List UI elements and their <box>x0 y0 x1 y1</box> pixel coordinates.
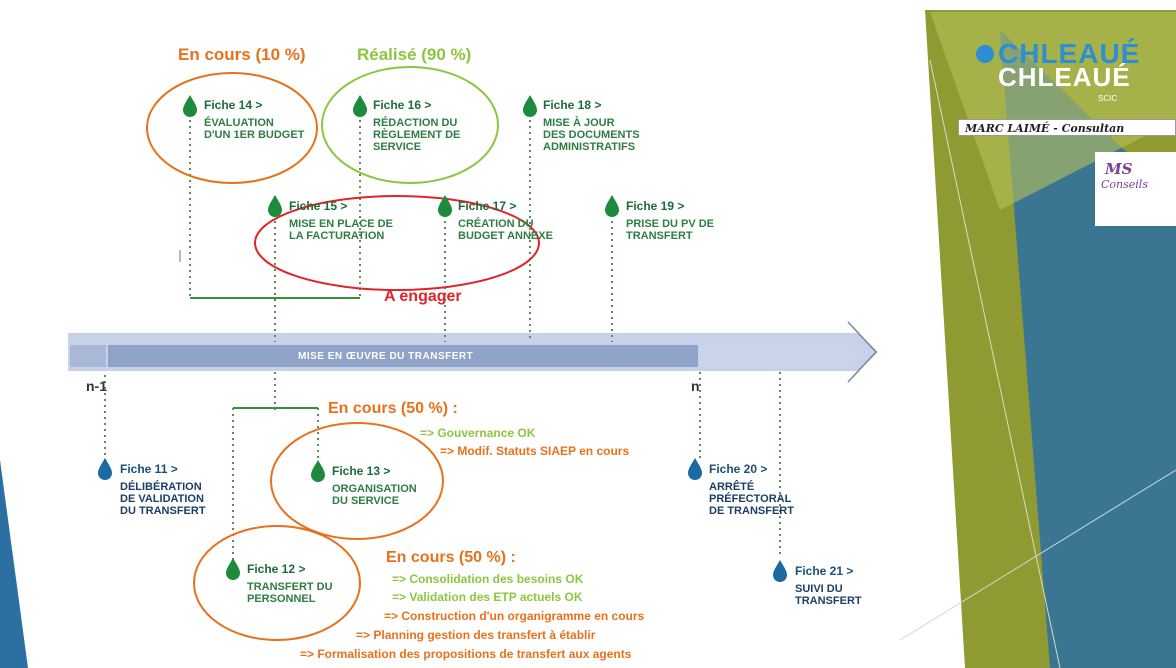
ellipse-fiche13 <box>270 422 444 540</box>
decor-line <box>899 469 1176 641</box>
ellipse-fiche12 <box>193 525 361 641</box>
fiche-14[interactable]: Fiche 14 > ÉVALUATION D'UN 1ER BUDGET <box>204 98 304 141</box>
fiche-desc-line: RÈGLEMENT DE <box>373 129 461 141</box>
fiche-desc-line: MISE À JOUR <box>543 117 615 129</box>
fiche-13[interactable]: Fiche 13 > ORGANISATION DU SERVICE <box>332 464 417 507</box>
status-en-cours-50-personnel: En cours (50 %) : <box>386 549 516 566</box>
drop-icon <box>353 95 367 117</box>
fiche-desc-line: TRANSFERT DU <box>247 581 333 593</box>
fiche-desc-line: RÉDACTION DU <box>373 117 458 129</box>
drop-icon <box>183 95 197 117</box>
fiche-desc-line: TRANSFERT <box>626 230 693 242</box>
fiche-label: Fiche 19 > <box>626 199 685 213</box>
fiche-desc-line: MISE EN PLACE DE <box>289 218 393 230</box>
fiche-desc-line: ORGANISATION <box>332 483 417 495</box>
status-a-engager: A engager <box>384 288 462 305</box>
ellipse-fiche14 <box>146 72 318 184</box>
drop-icon <box>311 460 325 482</box>
fiche-desc-line: CRÉATION DU <box>458 218 534 230</box>
label-n: n <box>691 378 700 394</box>
timeline-bar-segment <box>108 345 698 367</box>
fiche-desc-line: ADMINISTRATIFS <box>543 141 636 153</box>
fiche-desc-line: PRÉFECTORAL <box>709 493 792 505</box>
logo-drop-icon <box>976 45 994 63</box>
conseils-logo-text: Conseils <box>1101 178 1148 191</box>
logo-scic: SCIC <box>1098 94 1118 103</box>
fiche-label: Fiche 17 > <box>458 199 517 213</box>
fiche-18[interactable]: Fiche 18 > MISE À JOUR DES DOCUMENTS ADM… <box>543 98 640 153</box>
fiche-desc-line: SERVICE <box>373 141 422 153</box>
fiche-15[interactable]: Fiche 15 > MISE EN PLACE DE LA FACTURATI… <box>289 199 393 242</box>
fiche-label: Fiche 16 > <box>373 98 432 112</box>
status-en-cours-50-gouvernance: En cours (50 %) : <box>328 400 458 417</box>
note-modif-statuts: => Modif. Statuts SIAEP en cours <box>440 444 630 458</box>
fiche-desc-line: DU SERVICE <box>332 495 400 507</box>
fiche-desc-line: ÉVALUATION <box>204 117 274 129</box>
fiche-label: Fiche 13 > <box>332 464 391 478</box>
drop-icon <box>268 195 282 217</box>
fiche-desc-line: BUDGET ANNEXE <box>458 230 553 242</box>
drop-icon <box>688 458 702 480</box>
label-n-minus-1: n-1 <box>86 378 107 394</box>
timeline-arrow-head <box>847 321 878 383</box>
ellipse-a-engager <box>254 195 540 291</box>
logo-chleaue-main: CHLEAUÉ <box>998 62 1131 92</box>
status-en-cours-10: En cours (10 %) <box>178 45 306 64</box>
status-realise-90: Réalisé (90 %) <box>357 45 472 64</box>
fiche-17[interactable]: Fiche 17 > CRÉATION DU BUDGET ANNEXE <box>458 199 553 242</box>
logo-chleaue-top: CHLEAUÉ <box>998 38 1141 69</box>
timeline-bar-segment-start <box>70 345 106 367</box>
fiche-label: Fiche 11 > <box>120 462 178 476</box>
note-organigramme: => Construction d'un organigramme en cou… <box>384 609 645 623</box>
drop-icon <box>98 458 112 480</box>
drop-icon <box>773 560 787 582</box>
ms-logo-text: MS <box>1105 160 1133 178</box>
fiche-desc-line: TRANSFERT <box>795 595 862 607</box>
note-validation-etp: => Validation des ETP actuels OK <box>392 590 583 604</box>
consultant-banner: MARC LAIMÉ - Consultan <box>958 119 1176 136</box>
drop-icon <box>523 95 537 117</box>
drop-icon <box>438 195 452 217</box>
fiche-desc-line: DES DOCUMENTS <box>543 129 640 141</box>
timeline-bar-label: MISE EN ŒUVRE DU TRANSFERT <box>298 351 474 362</box>
fiche-desc-line: PERSONNEL <box>247 593 316 605</box>
ellipse-fiche16 <box>321 66 499 184</box>
fiche-label: Fiche 15 > <box>289 199 348 213</box>
fiche-12[interactable]: Fiche 12 > TRANSFERT DU PERSONNEL <box>247 562 333 605</box>
fiche-11[interactable]: Fiche 11 > DÉLIBÉRATION DE VALIDATION DU… <box>120 462 206 517</box>
right-light-panel <box>930 12 1176 210</box>
fiche-desc-line: SUIVI DU <box>795 583 843 595</box>
fiche-16[interactable]: Fiche 16 > RÉDACTION DU RÈGLEMENT DE SER… <box>373 98 460 153</box>
fiche-20[interactable]: Fiche 20 > ARRÊTÉ PRÉFECTORAL DE TRANSFE… <box>709 462 794 517</box>
fiche-label: Fiche 20 > <box>709 462 768 476</box>
drop-icons <box>98 95 787 582</box>
fiche-desc-line: D'UN 1ER BUDGET <box>204 129 305 141</box>
ms-conseils-logo: MS Conseils <box>1095 152 1176 226</box>
note-gouvernance: => Gouvernance OK <box>420 426 536 440</box>
fiche-label: Fiche 14 > <box>204 98 263 112</box>
fiche-desc-line: DÉLIBÉRATION <box>120 481 202 493</box>
fiche-desc-line: ARRÊTÉ <box>709 481 755 493</box>
fiche-label: Fiche 12 > <box>247 562 306 576</box>
fiche-21[interactable]: Fiche 21 > SUIVI DU TRANSFERT <box>795 564 862 607</box>
note-formalisation: => Formalisation des propositions de tra… <box>300 647 632 661</box>
fiche-label: Fiche 18 > <box>543 98 602 112</box>
fiche-desc-line: DE TRANSFERT <box>709 505 794 517</box>
note-planning: => Planning gestion des transfert à étab… <box>356 628 596 642</box>
drop-icon <box>226 558 240 580</box>
fiche-desc-line: DE VALIDATION <box>120 493 204 505</box>
fiche-desc-line: PRISE DU PV DE <box>626 218 715 230</box>
fiche-desc-line: DU TRANSFERT <box>120 505 206 517</box>
fiche-desc-line: LA FACTURATION <box>289 230 385 242</box>
timeline-bar-segment-end <box>700 345 855 367</box>
fiche-label: Fiche 21 > <box>795 564 854 578</box>
decor-line <box>929 59 1061 668</box>
left-blue-panel <box>0 460 28 668</box>
drop-icon <box>605 195 619 217</box>
note-consolidation: => Consolidation des besoins OK <box>392 572 584 586</box>
fiche-19[interactable]: Fiche 19 > PRISE DU PV DE TRANSFERT <box>626 199 714 242</box>
